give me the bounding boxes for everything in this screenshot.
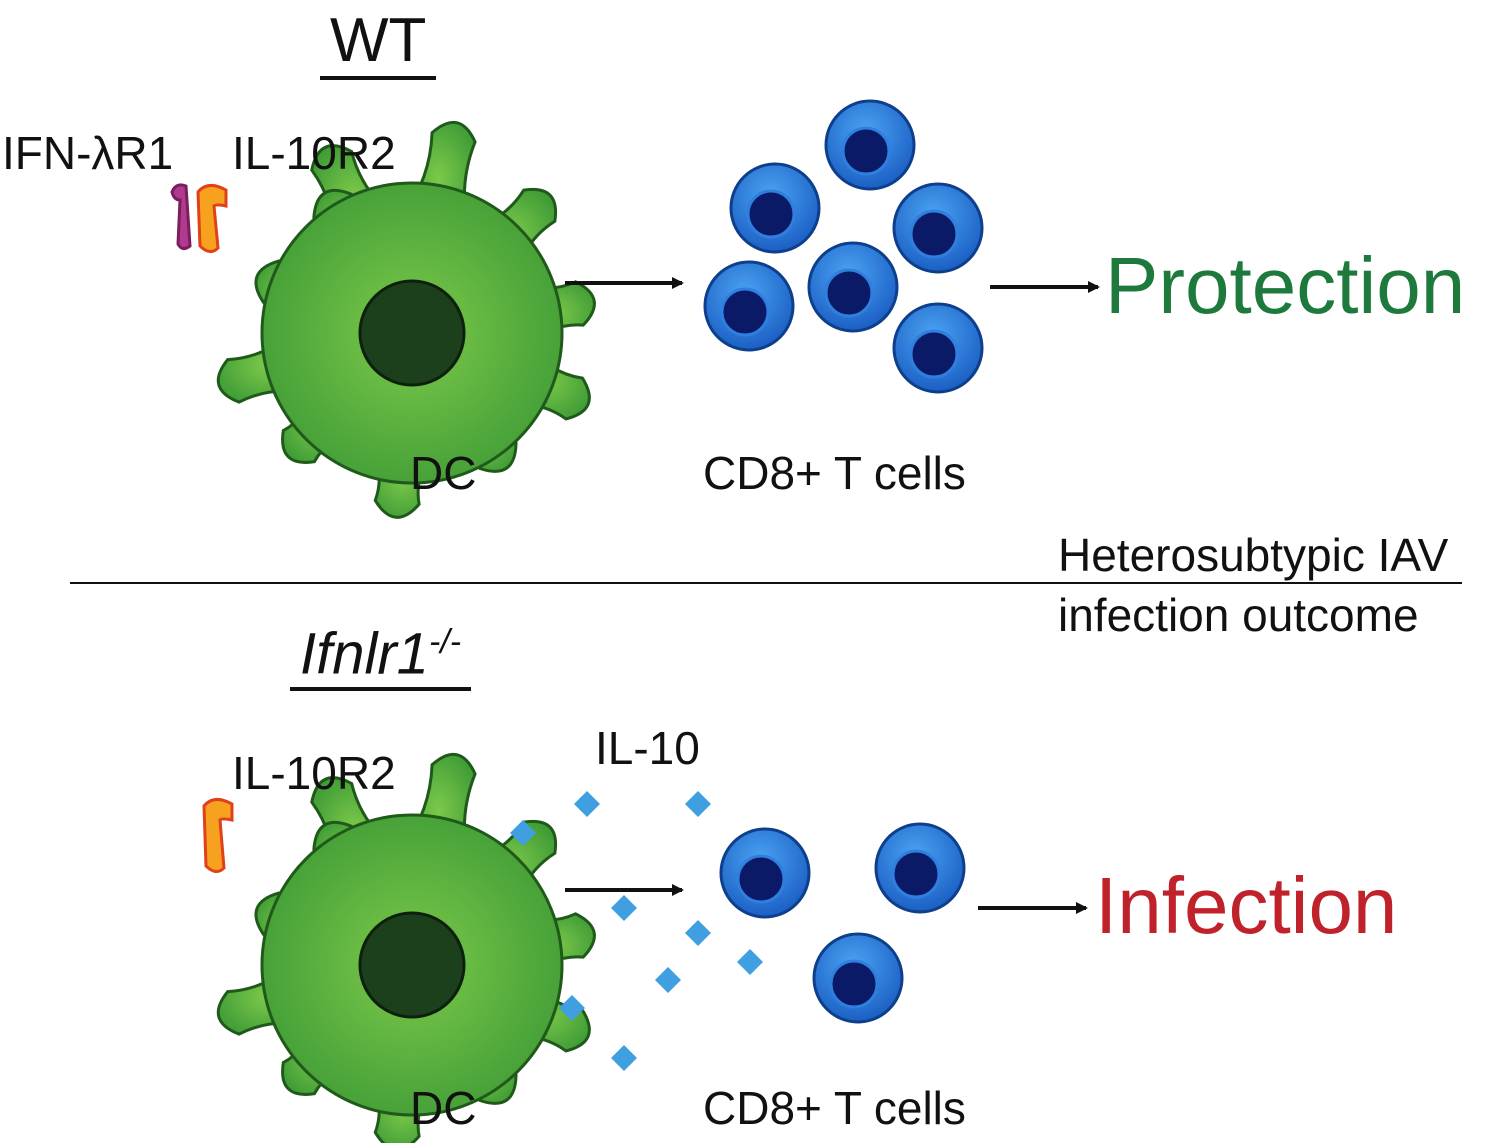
dc-nucleus — [358, 911, 466, 1019]
il10-diamond-icon — [737, 949, 763, 975]
il10-diamond-icon — [559, 995, 585, 1021]
dc-label-bottom: DC — [410, 1082, 477, 1134]
tcell-label-top: CD8+ T cells — [703, 447, 966, 499]
genotype-ifnlr1-ko-label: Ifnlr1-/- — [290, 623, 472, 692]
genotype-superscript: -/- — [428, 623, 462, 661]
il10-diamond-icon — [685, 920, 711, 946]
t-cell-icon — [892, 182, 984, 274]
il10-diamond-icon — [510, 820, 536, 846]
t-cell-icon — [824, 99, 916, 191]
genotype-base: Ifnlr1 — [300, 621, 429, 687]
outcome-infection: Infection — [1095, 861, 1398, 950]
il10-label: IL-10 — [595, 722, 700, 774]
il10-diamond-icon — [655, 967, 681, 993]
dc-nucleus — [358, 279, 466, 387]
t-cell-icon — [719, 827, 811, 919]
il10-diamond-icon — [574, 791, 600, 817]
il10-diamond-icon — [611, 895, 637, 921]
dendritic-cell-icon — [216, 752, 596, 1148]
genotype-wt-label: WT — [320, 10, 437, 80]
t-cell-icon — [812, 932, 904, 1024]
t-cell-icon — [807, 241, 899, 333]
il10r2-label-top: IL-10R2 — [232, 127, 396, 179]
receptor-icon — [170, 183, 228, 253]
side-caption-line2: infection outcome — [1058, 589, 1419, 641]
dc-label-top: DC — [410, 447, 477, 499]
t-cell-icon — [874, 822, 966, 914]
t-cell-icon — [703, 260, 795, 352]
il10r2-label-bottom: IL-10R2 — [232, 747, 396, 799]
il10-diamond-icon — [685, 791, 711, 817]
outcome-protection: Protection — [1105, 241, 1466, 330]
t-cell-icon — [892, 302, 984, 394]
tcell-label-bottom: CD8+ T cells — [703, 1082, 966, 1134]
ifn-lambda-r1-label: IFN-λR1 — [2, 127, 174, 179]
receptor-icon — [202, 798, 234, 873]
il10-diamond-icon — [611, 1045, 637, 1071]
side-caption-line1: Heterosubtypic IAV — [1058, 529, 1449, 581]
dendritic-cell-icon — [216, 120, 596, 519]
t-cell-icon — [729, 162, 821, 254]
